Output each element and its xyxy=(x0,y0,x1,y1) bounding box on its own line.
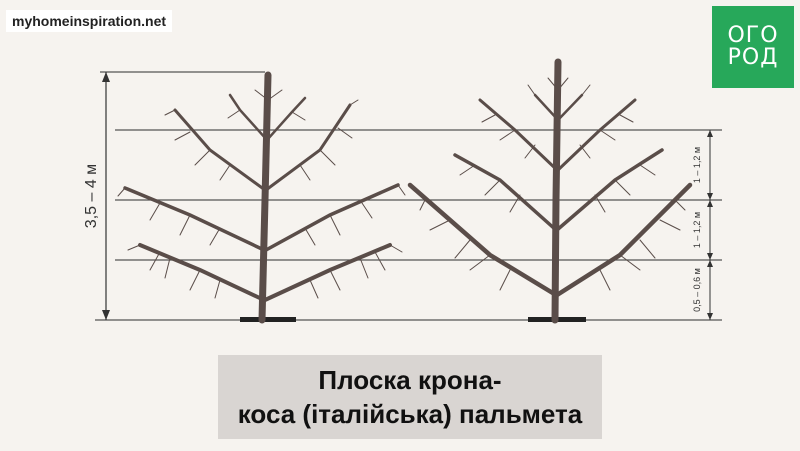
total-height-label: 3,5 – 4 м xyxy=(83,164,100,228)
tier-dimensions: 1 – 1,2 м 1 – 1,2 м 0,5 – 0,6 м xyxy=(692,130,713,320)
tier-mid-label: 1 – 1,2 м xyxy=(692,212,702,248)
caption-box: Плоска крона- коса (італійська) пальмета xyxy=(218,355,602,439)
right-tree xyxy=(407,58,693,324)
total-height-dimension: 3,5 – 4 м xyxy=(83,72,110,320)
watermark: myhomeinspiration.net xyxy=(6,10,173,32)
support-wires xyxy=(95,71,722,321)
caption-line-2: коса (італійська) пальмета xyxy=(237,399,583,429)
logo-bottom: РОД xyxy=(727,45,779,70)
left-tree xyxy=(117,71,406,324)
ogorod-logo: ОГО РОД xyxy=(712,6,794,88)
tier-top-label: 1 – 1,2 м xyxy=(692,147,702,183)
logo-top: ОГО xyxy=(727,23,779,48)
caption-line-1: Плоска крона- xyxy=(318,365,502,395)
tier-bottom-label: 0,5 – 0,6 м xyxy=(692,268,702,312)
